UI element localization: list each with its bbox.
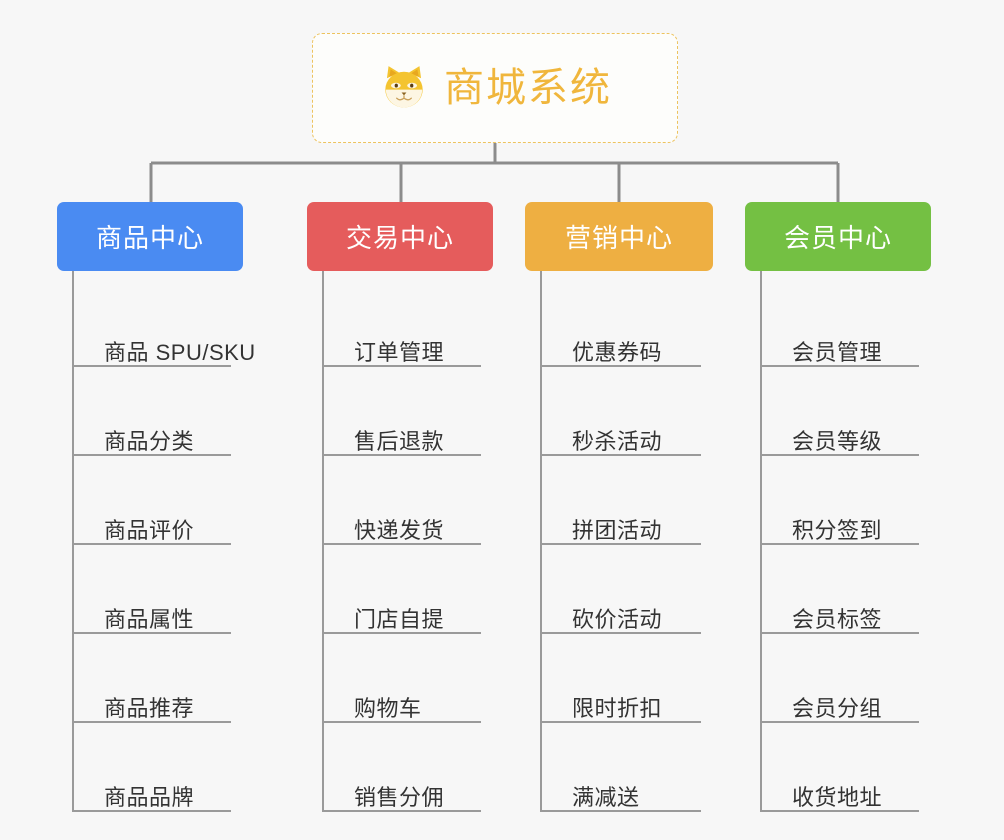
leaf-label: 会员等级 (792, 428, 883, 454)
leaf-label: 销售分佣 (354, 784, 445, 810)
leaf-list-3: 会员管理 会员等级 积分签到 会员标签 会员分组 收货地址 (745, 271, 931, 819)
branch-column-0: 商品中心 商品 SPU/SKU 商品分类 商品评价 商品属性 商品推荐 商品品牌 (57, 202, 255, 819)
leaf-label: 商品 SPU/SKU (104, 339, 256, 365)
leaf-label: 会员分组 (792, 695, 883, 721)
leaf-label: 商品评价 (104, 517, 195, 543)
leaf-label: 收货地址 (792, 784, 883, 810)
list-item[interactable]: 商品 SPU/SKU (57, 285, 255, 374)
list-item[interactable]: 优惠券码 (525, 285, 713, 374)
leaf-label: 订单管理 (354, 339, 445, 365)
root-node[interactable]: 商城系统 (312, 33, 678, 143)
list-item[interactable]: 商品推荐 (57, 641, 243, 730)
leaf-list-0: 商品 SPU/SKU 商品分类 商品评价 商品属性 商品推荐 商品品牌 (57, 271, 255, 819)
root-title: 商城系统 (444, 66, 612, 110)
leaf-label: 满减送 (572, 784, 640, 810)
list-item[interactable]: 满减送 (525, 730, 713, 819)
list-item[interactable]: 商品评价 (57, 463, 243, 552)
category-label-1: 交易中心 (345, 223, 454, 253)
list-item[interactable]: 限时折扣 (525, 641, 713, 730)
list-item[interactable]: 商品分类 (57, 374, 243, 463)
leaf-label: 秒杀活动 (572, 428, 663, 454)
branch-column-3: 会员中心 会员管理 会员等级 积分签到 会员标签 会员分组 收货地址 (745, 202, 931, 819)
branch-column-2: 营销中心 优惠券码 秒杀活动 拼团活动 砍价活动 限时折扣 满减送 (525, 202, 713, 819)
category-label-2: 营销中心 (564, 223, 673, 253)
category-label-0: 商品中心 (95, 223, 204, 253)
list-item[interactable]: 收货地址 (745, 730, 931, 819)
leaf-list-1: 订单管理 售后退款 快递发货 门店自提 购物车 销售分佣 (307, 271, 493, 819)
list-item[interactable]: 会员标签 (745, 552, 931, 641)
list-item[interactable]: 购物车 (307, 641, 493, 730)
leaf-label: 快递发货 (354, 517, 445, 543)
list-item[interactable]: 积分签到 (745, 463, 931, 552)
leaf-label: 售后退款 (354, 428, 445, 454)
list-item[interactable]: 砍价活动 (525, 552, 713, 641)
list-item[interactable]: 快递发货 (307, 463, 493, 552)
category-label-3: 会员中心 (783, 223, 892, 253)
category-box-2[interactable]: 营销中心 (525, 202, 713, 271)
leaf-label: 优惠券码 (572, 339, 663, 365)
leaf-label: 商品分类 (104, 428, 195, 454)
leaf-label: 商品品牌 (104, 784, 195, 810)
leaf-list-2: 优惠券码 秒杀活动 拼团活动 砍价活动 限时折扣 满减送 (525, 271, 713, 819)
category-box-3[interactable]: 会员中心 (745, 202, 931, 271)
list-item[interactable]: 会员等级 (745, 374, 931, 463)
list-item[interactable]: 商品属性 (57, 552, 243, 641)
leaf-label: 购物车 (354, 695, 422, 721)
leaf-label: 商品属性 (104, 606, 195, 632)
shiba-dog-icon (378, 62, 430, 114)
list-item[interactable]: 拼团活动 (525, 463, 713, 552)
leaf-label: 砍价活动 (572, 606, 663, 632)
leaf-label: 门店自提 (354, 606, 445, 632)
list-item[interactable]: 销售分佣 (307, 730, 493, 819)
leaf-label: 会员标签 (792, 606, 883, 632)
category-box-0[interactable]: 商品中心 (57, 202, 243, 271)
branch-column-1: 交易中心 订单管理 售后退款 快递发货 门店自提 购物车 销售分佣 (307, 202, 493, 819)
leaf-label: 商品推荐 (104, 695, 195, 721)
leaf-label: 限时折扣 (572, 695, 663, 721)
list-item[interactable]: 会员管理 (745, 285, 931, 374)
list-item[interactable]: 秒杀活动 (525, 374, 713, 463)
leaf-label: 拼团活动 (572, 517, 663, 543)
list-item[interactable]: 售后退款 (307, 374, 493, 463)
list-item[interactable]: 商品品牌 (57, 730, 243, 819)
category-box-1[interactable]: 交易中心 (307, 202, 493, 271)
list-item[interactable]: 门店自提 (307, 552, 493, 641)
leaf-label: 会员管理 (792, 339, 883, 365)
list-item[interactable]: 会员分组 (745, 641, 931, 730)
leaf-label: 积分签到 (792, 517, 883, 543)
list-item[interactable]: 订单管理 (307, 285, 493, 374)
